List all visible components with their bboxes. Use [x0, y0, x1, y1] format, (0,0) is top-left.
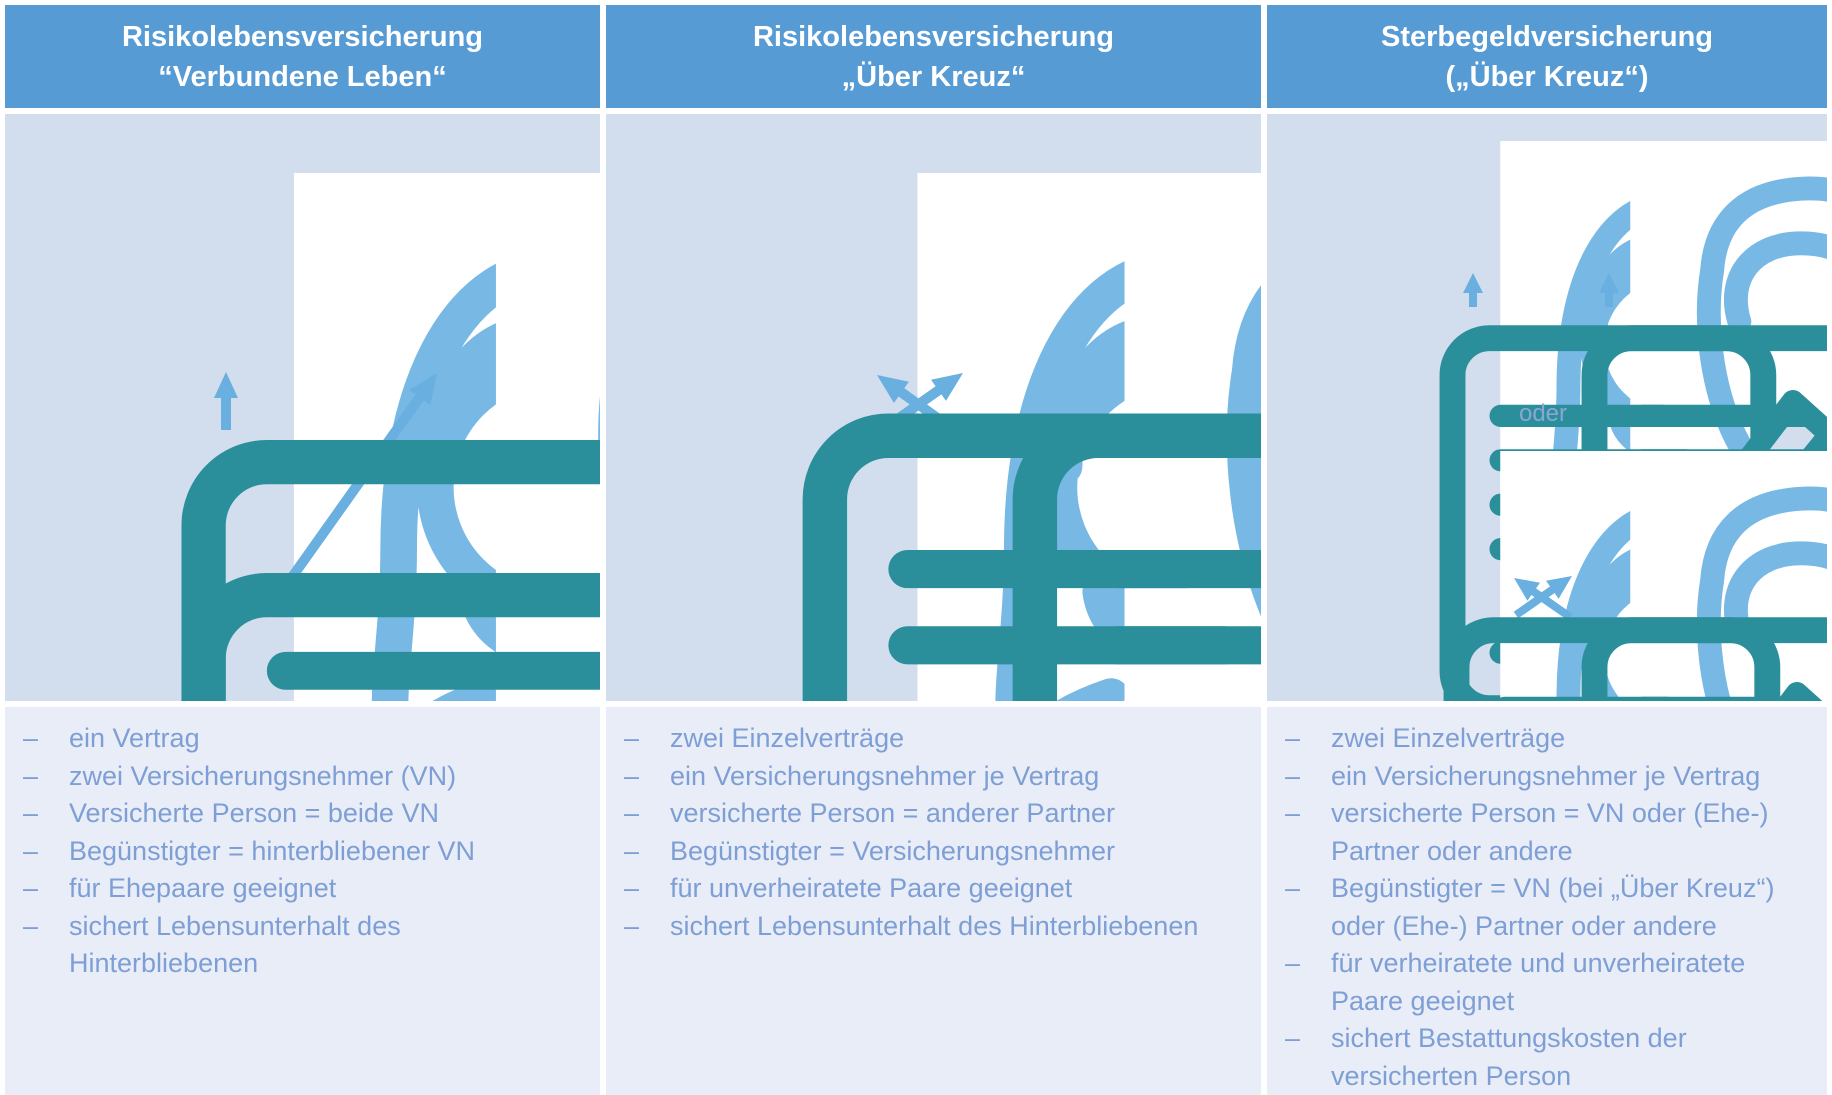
- bullet-dash: –: [624, 723, 640, 753]
- note-text: Begünstigter = Versicherungsnehmer: [670, 835, 1116, 866]
- note-item: –zwei Einzelverträge: [1283, 720, 1821, 758]
- bullet-dash: –: [1285, 873, 1301, 903]
- note-text: Begünstigter = VN (bei „Über Kreuz“) ode…: [1331, 873, 1775, 941]
- note-item: –ein Versicherungsnehmer je Vertrag: [622, 758, 1255, 796]
- note-text: für Ehepaare geeignet: [69, 873, 337, 903]
- notes-list: –zwei Einzelverträge –ein Versicherungsn…: [606, 707, 1261, 945]
- note-text: ein Versicherungsnehmer je Vertrag: [1331, 760, 1761, 791]
- note-item: –sichert Bestattungskosten der versicher…: [1283, 1020, 1821, 1095]
- note-text: versicherte Person = VN oder (Ehe-) Part…: [1331, 798, 1769, 866]
- arrow-up-icon: [1463, 273, 1483, 307]
- oder-label: oder: [1518, 400, 1568, 427]
- man-icon: [1630, 451, 1827, 701]
- illustration-scene: [1267, 114, 1827, 701]
- header-title-line1: Risikolebensversicherung: [752, 20, 1115, 53]
- note-text: Begünstigter = hinterbliebener VN: [69, 835, 476, 866]
- bullet-dash: –: [23, 798, 39, 828]
- crossed-arrows-icon: [1513, 576, 1573, 621]
- note-item: –Begünstigter = Versicherungsnehmer: [622, 833, 1255, 871]
- note-text: ein Versicherungsnehmer je Vertrag: [670, 760, 1100, 791]
- note-text: sichert Lebensunterhalt des Hinterbliebe…: [69, 910, 401, 979]
- bullet-dash: –: [23, 910, 39, 941]
- arrow-up-icon: [214, 372, 238, 430]
- column-header-ueber-kreuz: Risikolebensversicherung „Über Kreuz“: [606, 5, 1261, 108]
- note-item: –sichert Lebensunterhalt des Hinterblieb…: [622, 908, 1255, 946]
- note-item: –für Ehepaare geeignet: [21, 870, 594, 908]
- note-item: –Begünstigter = hinterbliebener VN: [21, 833, 594, 871]
- note-item: –für unverheiratete Paare geeignet: [622, 870, 1255, 908]
- notes-list: –zwei Einzelverträge –ein Versicherungsn…: [1267, 707, 1827, 1095]
- note-item: –versicherte Person = VN oder (Ehe-) Par…: [1283, 795, 1821, 870]
- bullet-dash: –: [23, 835, 39, 866]
- note-text: versicherte Person = anderer Partner: [670, 798, 1115, 828]
- bullet-dash: –: [23, 873, 39, 903]
- header-title-line2: („Über Kreuz“): [1445, 60, 1649, 93]
- bullet-dash: –: [1285, 760, 1301, 791]
- note-text: für verheiratete und unverheiratete Paar…: [1331, 948, 1746, 1016]
- bullet-dash: –: [23, 760, 39, 791]
- bullet-dash: –: [1285, 798, 1301, 828]
- column-header-verbundene-leben: Risikolebensversicherung “Verbundene Leb…: [5, 5, 600, 108]
- notes-sterbegeld: –zwei Einzelverträge –ein Versicherungsn…: [1267, 707, 1827, 1095]
- bullet-dash: –: [624, 873, 640, 903]
- illustration-sterbegeld: oder: [1267, 114, 1827, 701]
- illustration-ueber-kreuz: [606, 114, 1261, 701]
- column-header-sterbegeld: Sterbegeldversicherung („Über Kreuz“): [1267, 5, 1827, 108]
- notes-ueber-kreuz: –zwei Einzelverträge –ein Versicherungsn…: [606, 707, 1261, 1095]
- header-title-line2: “Verbundene Leben“: [158, 60, 447, 93]
- note-item: –ein Versicherungsnehmer je Vertrag: [1283, 758, 1821, 796]
- note-item: –sichert Lebensunterhalt des Hinterblieb…: [21, 908, 594, 983]
- bullet-dash: –: [23, 723, 39, 753]
- note-text: Versicherte Person = beide VN: [69, 798, 439, 828]
- bullet-dash: –: [1285, 723, 1301, 753]
- note-text: zwei Einzelverträge: [670, 723, 905, 753]
- note-item: –Begünstigter = VN (bei „Über Kreuz“) od…: [1283, 870, 1821, 945]
- header-title-line1: Sterbegeldversicherung: [1381, 20, 1713, 53]
- arrow-up-icon: [1599, 273, 1619, 307]
- note-item: –versicherte Person = anderer Partner: [622, 795, 1255, 833]
- note-item: –ein Vertrag: [21, 720, 594, 758]
- crossed-arrows-icon: [877, 373, 963, 437]
- illustration-verbundene-leben: [5, 114, 600, 701]
- note-item: –für verheiratete und unverheiratete Paa…: [1283, 945, 1821, 1020]
- header-title-line2: „Über Kreuz“: [841, 60, 1026, 93]
- notes-verbundene-leben: –ein Vertrag –zwei Versicherungsnehmer (…: [5, 707, 600, 1095]
- note-text: für unverheiratete Paare geeignet: [670, 873, 1073, 903]
- note-text: sichert Bestattungskosten der versichert…: [1331, 1023, 1687, 1091]
- bullet-dash: –: [624, 910, 640, 941]
- note-text: zwei Versicherungsnehmer (VN): [69, 760, 457, 791]
- bullet-dash: –: [624, 760, 640, 791]
- note-item: –Versicherte Person = beide VN: [21, 795, 594, 833]
- illustration-scene: [5, 114, 600, 701]
- bullet-dash: –: [1285, 1023, 1301, 1053]
- illustration-scene: [606, 114, 1261, 701]
- man-icon: [496, 173, 600, 701]
- note-item: –zwei Versicherungsnehmer (VN): [21, 758, 594, 796]
- notes-list: –ein Vertrag –zwei Versicherungsnehmer (…: [5, 707, 600, 983]
- note-text: sichert Lebensunterhalt des Hinterbliebe…: [670, 910, 1199, 941]
- bullet-dash: –: [1285, 948, 1301, 978]
- bullet-dash: –: [624, 798, 640, 828]
- note-text: zwei Einzelverträge: [1331, 723, 1566, 753]
- bullet-dash: –: [624, 835, 640, 866]
- header-title-line1: Risikolebensversicherung: [121, 20, 484, 53]
- note-item: –zwei Einzelverträge: [622, 720, 1255, 758]
- note-text: ein Vertrag: [69, 723, 200, 753]
